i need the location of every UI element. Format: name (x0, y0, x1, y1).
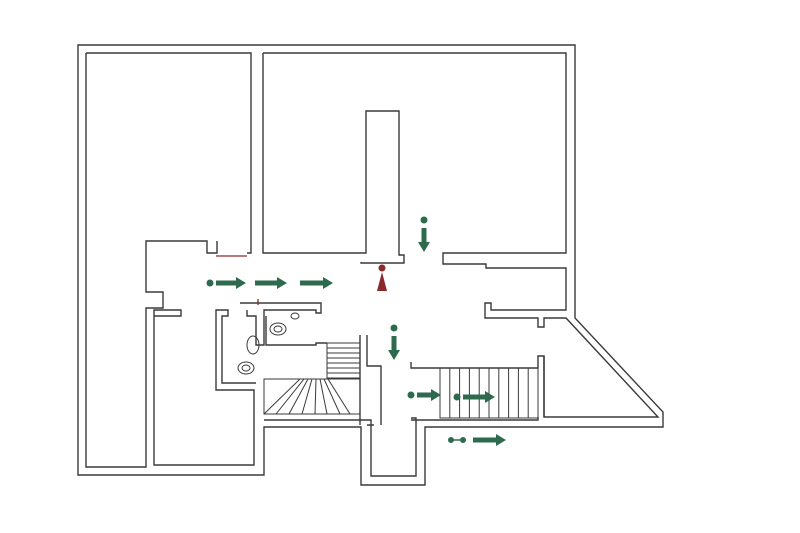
stair-tread (301, 378, 313, 415)
sink-icon (290, 312, 300, 320)
left-room-wall (85, 52, 252, 468)
toilet-icon (246, 335, 260, 355)
arrow-right-icon (407, 389, 441, 401)
stair-tread (314, 378, 317, 415)
toilet-icon (237, 361, 255, 375)
stair-tread (288, 378, 309, 415)
arrow-right-icon (255, 277, 287, 289)
outer-wall (77, 44, 664, 486)
sanitary-fixtures (237, 312, 300, 375)
arrow-right-icon (206, 277, 246, 289)
arrow-right-icon (473, 434, 506, 446)
route-start-dot-icon (453, 393, 461, 401)
you-are-here-icon (377, 264, 387, 291)
stair-tread (275, 378, 305, 415)
toilet-icon (273, 325, 283, 333)
arrow-right-icon (300, 277, 333, 289)
center-partition (359, 335, 382, 426)
toilet-icon (241, 364, 251, 372)
stair-tread (323, 378, 341, 415)
lower-left-room-wall (153, 309, 256, 466)
building-walls (77, 44, 664, 486)
arrow-right-icon (453, 391, 495, 403)
stair-core-wall (264, 417, 417, 477)
stair-tread (327, 378, 351, 415)
route-start-dot-icon (206, 279, 214, 287)
staircase-icon (263, 342, 361, 415)
right-stair-room-wall (410, 355, 545, 421)
evacuation-route (206, 216, 506, 446)
stair-tread (319, 378, 328, 415)
top-room-inner-wall (262, 53, 405, 264)
arrow-down-icon (388, 324, 400, 360)
top-room-wall (263, 52, 660, 418)
arrow-down-icon (418, 216, 430, 252)
toilet-room-wall (240, 302, 327, 346)
stair-tread (263, 378, 301, 415)
toilet-icon (269, 322, 287, 336)
staircase-icon (439, 367, 539, 419)
route-start-dot-icon (407, 391, 415, 399)
